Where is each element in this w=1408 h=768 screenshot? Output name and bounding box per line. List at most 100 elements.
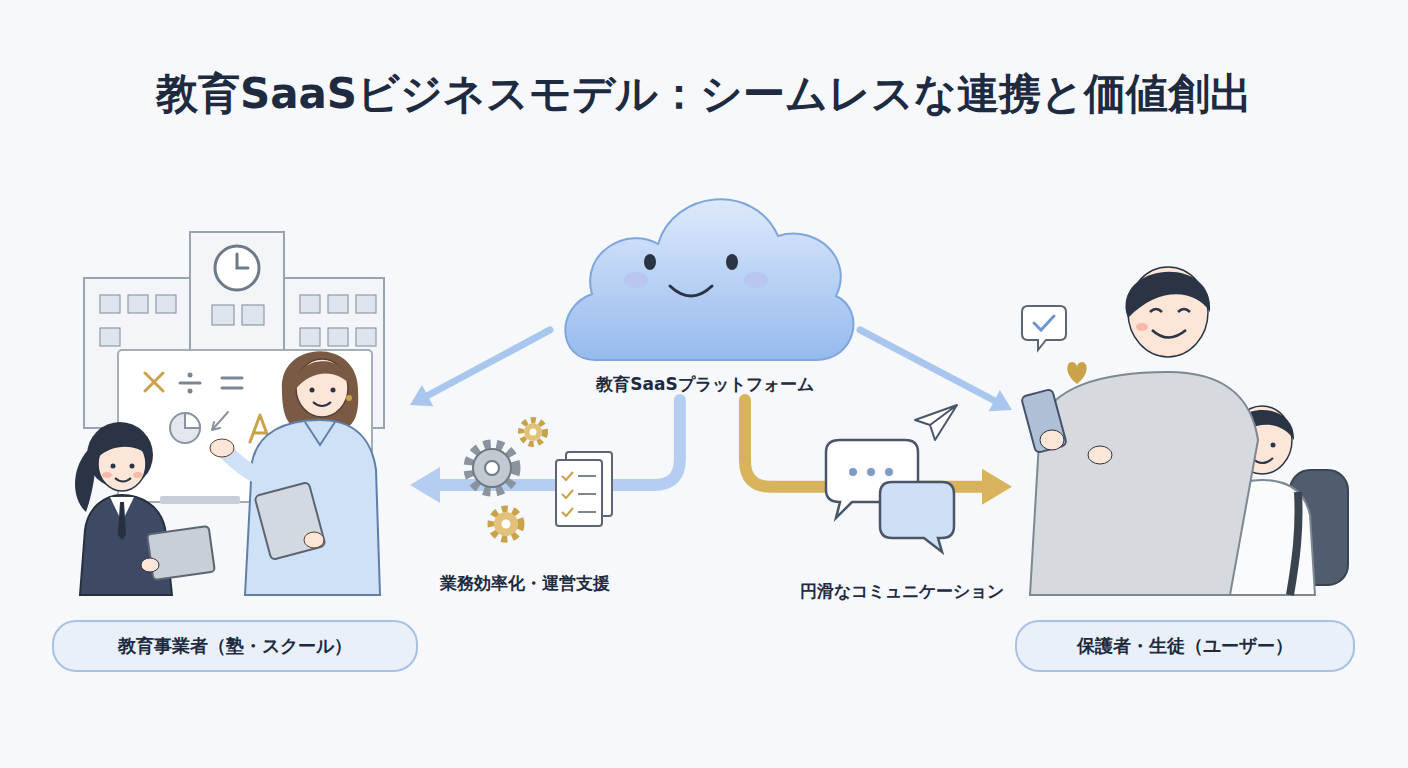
school-building-part <box>300 328 320 346</box>
group-label: 保護者・生徒（ユーザー） <box>1077 634 1293 658</box>
student-girl-part <box>133 472 143 478</box>
chat-bubbles-part <box>849 468 857 476</box>
cloud-eye <box>644 254 656 270</box>
gears-and-checklist-part <box>473 449 511 487</box>
teacher-part <box>254 482 325 560</box>
cloud-smile <box>670 286 712 296</box>
whiteboard-part <box>185 413 200 428</box>
parent <box>1021 267 1258 595</box>
student-girl-part <box>141 558 159 572</box>
group-label: 教育事業者（塾・スクール） <box>118 634 352 658</box>
teacher <box>210 351 380 595</box>
student-girl <box>75 422 215 595</box>
school-building-part <box>215 246 259 290</box>
gears-and-checklist-part <box>494 512 518 536</box>
reaction-icons-part <box>1022 306 1066 350</box>
whiteboard-part <box>180 382 200 385</box>
gears-and-checklist-part <box>556 460 602 526</box>
student-girl-part <box>111 464 116 469</box>
connector-line <box>426 330 550 397</box>
student-girl-part <box>115 478 131 482</box>
school-building-part <box>242 305 264 325</box>
boy-part <box>1290 492 1299 595</box>
teacher-part <box>331 388 336 393</box>
cloud-blush <box>744 272 768 288</box>
school-building-part <box>237 254 248 268</box>
reaction-icons-part <box>1067 362 1086 384</box>
cloud-node: 教育SaaSプラットフォーム <box>550 160 860 400</box>
cloud-eye <box>726 254 738 270</box>
connector-line <box>860 330 996 402</box>
whiteboard-part <box>222 378 242 388</box>
cloud-label-box: 教育SaaSプラットフォーム <box>530 373 880 396</box>
parent-part <box>1152 330 1186 338</box>
student-girl-part <box>97 435 148 458</box>
group-node: 保護者・生徒（ユーザー） <box>1012 230 1357 672</box>
connector <box>860 330 1012 411</box>
teacher-part <box>313 402 331 406</box>
group-pill: 保護者・生徒（ユーザー） <box>1015 620 1355 672</box>
connector <box>410 400 680 503</box>
gears-and-checklist-part <box>521 420 545 444</box>
student-girl-part <box>118 502 126 540</box>
whiteboard-part <box>145 373 163 391</box>
gears-and-checklist-part <box>524 423 542 441</box>
pill-text-column: 教育事業者（塾・スクール） <box>118 634 352 658</box>
gears-and-checklist-part <box>468 444 516 492</box>
whiteboard-part <box>212 412 228 430</box>
chat-bubbles-part <box>915 405 957 440</box>
parent-part <box>1136 323 1148 331</box>
gears-and-checklist-part <box>578 476 596 512</box>
teacher-part <box>226 452 262 478</box>
gears-and-checklist-part <box>485 461 499 475</box>
pill-text-column: 保護者・生徒（ユーザー） <box>1077 634 1293 658</box>
chat-bubbles-part <box>885 468 893 476</box>
platform-label: 教育SaaSプラットフォーム <box>530 373 880 396</box>
school-building-part <box>100 295 120 313</box>
teacher-part <box>310 388 315 393</box>
arrow-head <box>989 390 1012 411</box>
school-building-part <box>300 295 320 313</box>
group-pill: 教育事業者（塾・スクール） <box>52 620 418 672</box>
cloud-outline <box>565 199 853 360</box>
gears-and-checklist-part <box>562 472 573 516</box>
school-building-part <box>356 328 376 346</box>
whiteboard-part <box>188 373 193 378</box>
teacher-part <box>346 395 352 401</box>
boy-part <box>1271 443 1276 448</box>
edge-label: 業務効率化・運営支援 <box>405 572 645 595</box>
arrow-head <box>982 469 1012 505</box>
gears-and-checklist <box>468 420 612 539</box>
school-building-part <box>128 295 148 313</box>
arrow-head <box>410 385 433 406</box>
reaction-icons-part <box>1034 316 1054 330</box>
arrow-head <box>410 467 440 503</box>
whiteboard-part <box>170 413 200 443</box>
gears-and-checklist-part <box>491 509 521 539</box>
chat-bubbles <box>826 405 957 552</box>
school-building-part <box>328 295 348 313</box>
gears-and-checklist-part <box>502 520 511 529</box>
edge-label: 円滑なコミュニケーション <box>752 580 1052 603</box>
whiteboard-part <box>160 496 240 504</box>
student-girl-part <box>102 472 112 478</box>
teacher-part <box>245 420 380 595</box>
teacher-part <box>305 422 335 445</box>
diagram-title: 教育SaaSビジネスモデル：シームレスな連携と価値創出 <box>0 66 1408 122</box>
teacher-part <box>210 439 234 457</box>
connector <box>410 330 550 406</box>
chat-bubbles-part <box>880 482 954 552</box>
parent-part <box>1030 372 1258 595</box>
parent-part <box>1021 389 1067 453</box>
school-building-part <box>100 328 120 346</box>
whiteboard-part <box>188 389 193 394</box>
gears-and-checklist-part <box>530 429 537 436</box>
school-building-part <box>212 305 234 325</box>
teacher-part <box>295 361 350 390</box>
school-building-part <box>156 295 176 313</box>
chat-bubbles-part <box>867 468 875 476</box>
teacher-part <box>304 532 324 548</box>
teacher-part <box>282 351 358 428</box>
group-node: 教育事業者（塾・スクール） <box>52 230 410 672</box>
